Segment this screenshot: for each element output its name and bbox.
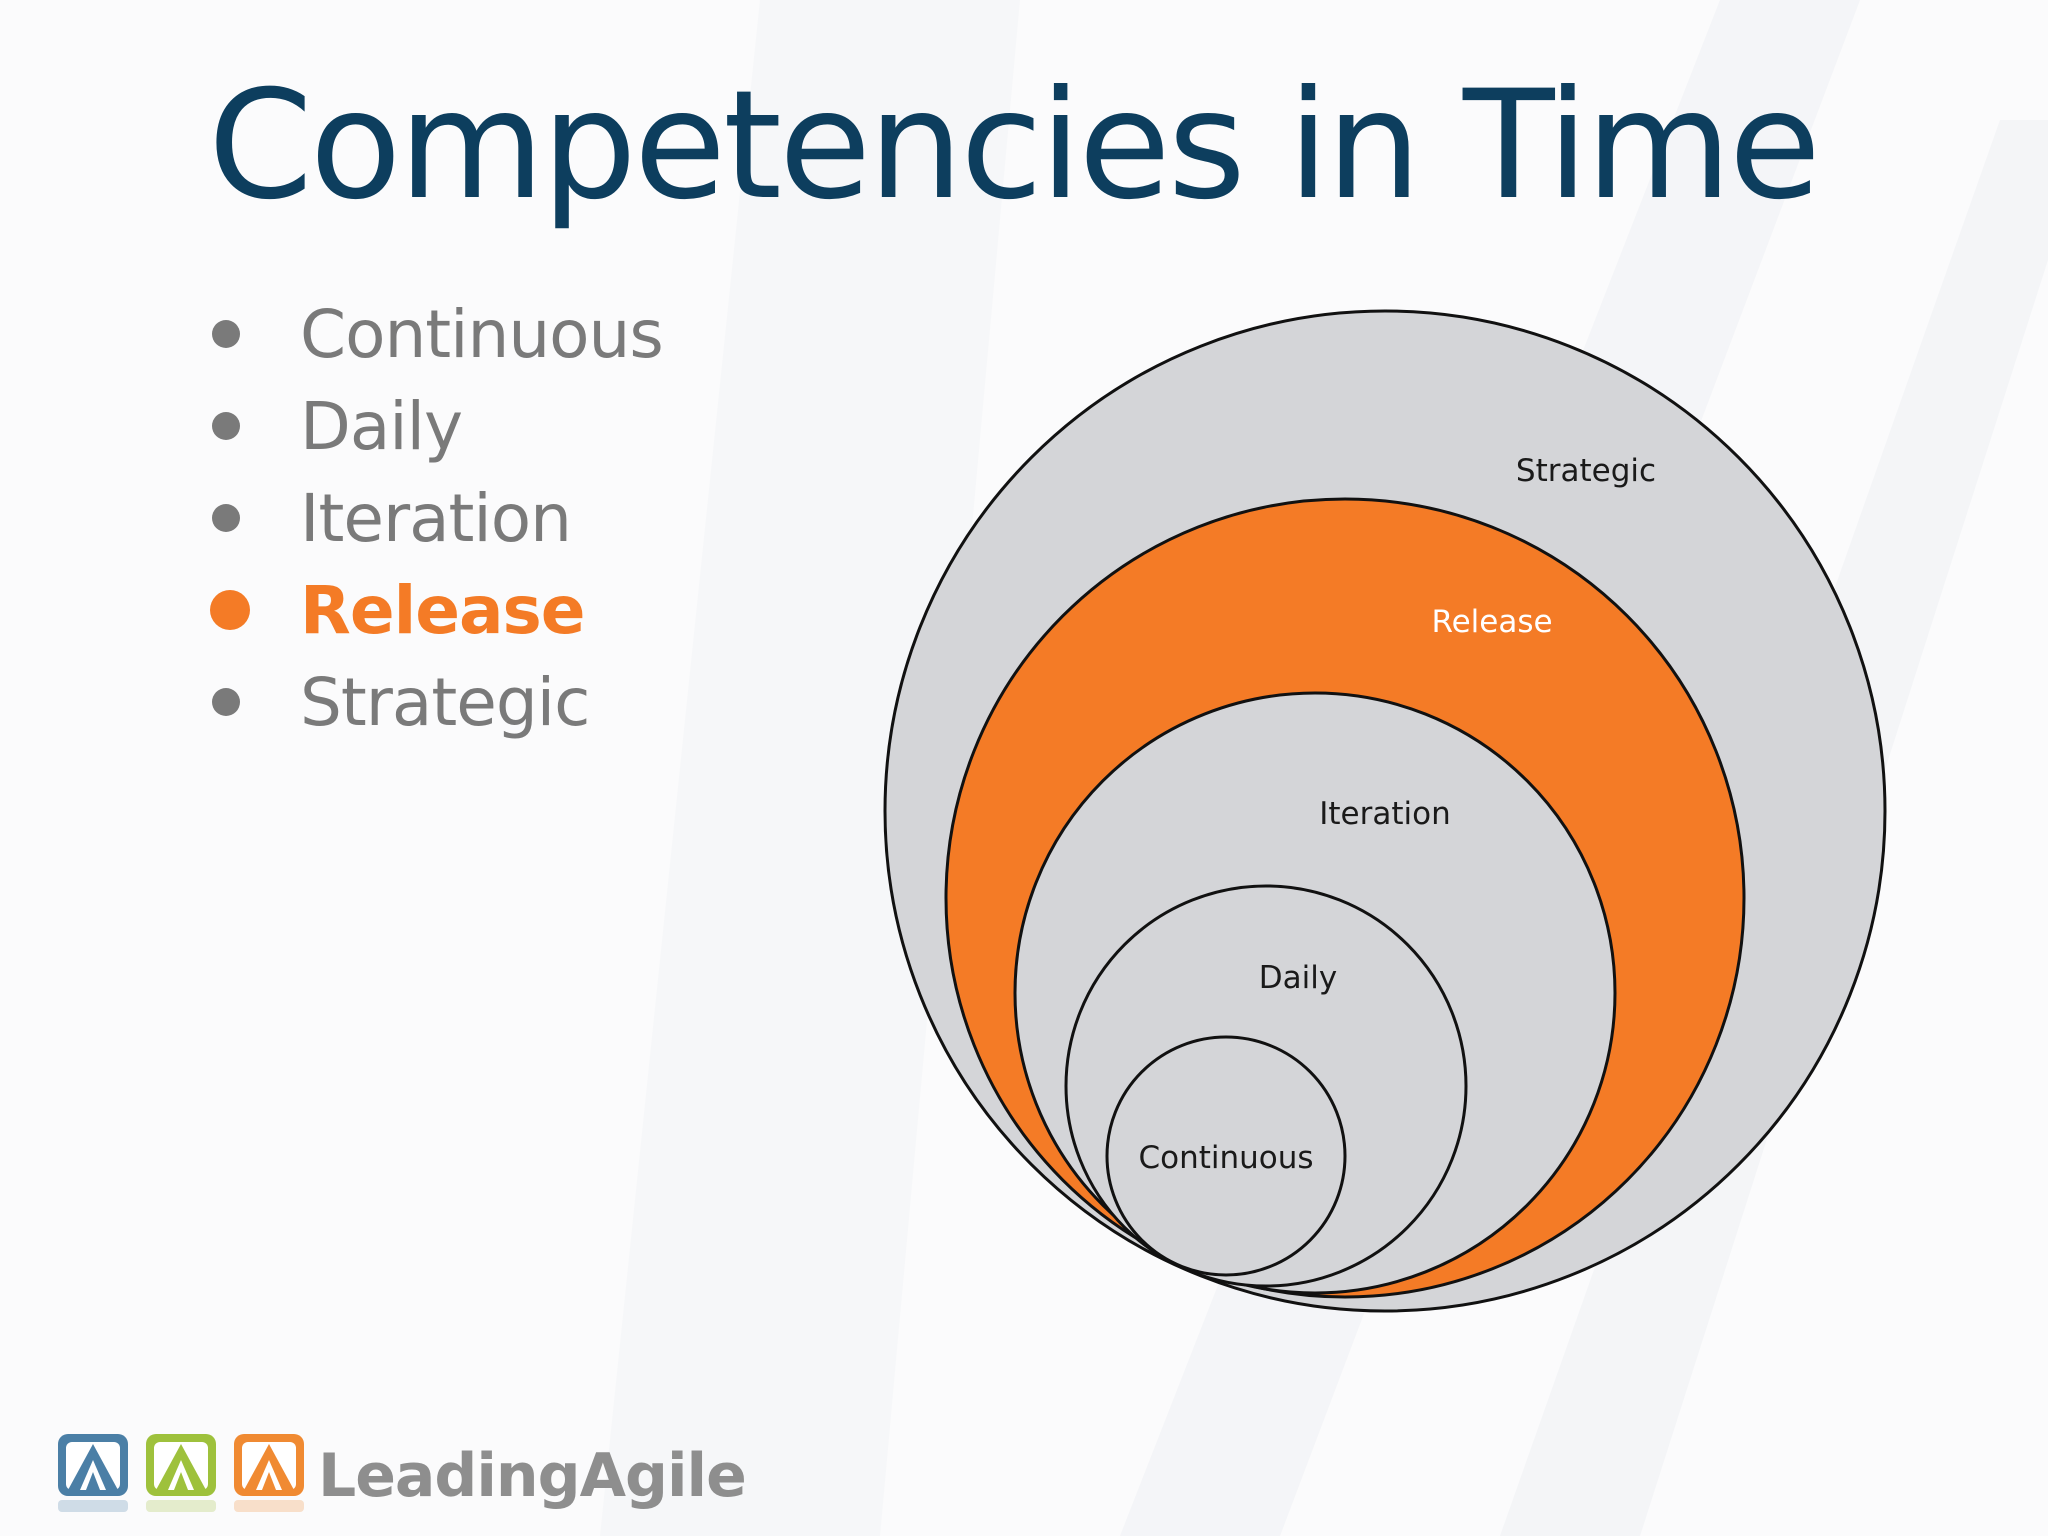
slide-title: Competencies in Time bbox=[208, 59, 1821, 233]
leadingagile-logo-mark-icon bbox=[58, 1434, 304, 1512]
bullet-dot-icon bbox=[212, 412, 240, 440]
logo-tile-blue bbox=[58, 1434, 128, 1512]
bullet-text: Continuous bbox=[300, 295, 664, 373]
bullet-item-strategic: Strategic bbox=[212, 656, 663, 748]
bullet-item-release: Release bbox=[210, 564, 663, 656]
bullet-text: Daily bbox=[300, 387, 463, 465]
bullet-dot-icon bbox=[212, 688, 240, 716]
bullet-text: Iteration bbox=[300, 479, 572, 557]
bullet-list: Continuous Daily Iteration Release Strat… bbox=[210, 288, 664, 748]
logo-tile-orange bbox=[234, 1434, 304, 1512]
bullet-dot-icon bbox=[212, 504, 240, 532]
bullet-text: Release bbox=[300, 571, 586, 649]
bullet-item-daily: Daily bbox=[212, 380, 663, 472]
label-strategic: Strategic bbox=[1516, 453, 1656, 489]
label-release: Release bbox=[1431, 604, 1552, 640]
bullet-dot-icon bbox=[210, 590, 250, 630]
bullet-dot-icon bbox=[212, 320, 240, 348]
company-logo: LeadingAgile bbox=[56, 1428, 747, 1524]
label-continuous: Continuous bbox=[1138, 1140, 1313, 1176]
bullet-item-continuous: Continuous bbox=[212, 288, 664, 380]
bullet-item-iteration: Iteration bbox=[212, 472, 663, 564]
logo-tile-green bbox=[146, 1434, 216, 1512]
label-daily: Daily bbox=[1259, 960, 1337, 996]
logo-wordmark: LeadingAgile bbox=[318, 1441, 747, 1511]
bullet-text: Strategic bbox=[300, 663, 590, 741]
circle-continuous bbox=[1105, 1035, 1347, 1277]
label-iteration: Iteration bbox=[1319, 796, 1451, 832]
